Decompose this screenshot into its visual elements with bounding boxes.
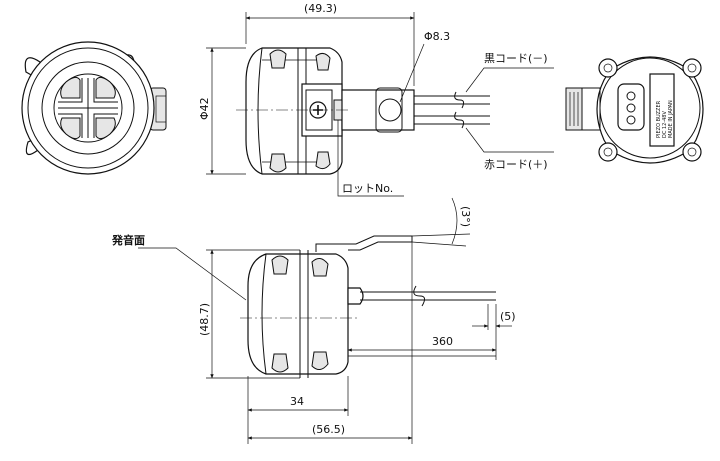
- body-depth-dimension: 34: [290, 395, 304, 408]
- cord-length-dimension: 360: [432, 335, 453, 348]
- rear-label-line-1: PIEZO BUZZER: [656, 100, 662, 138]
- red-cord-label: 赤コード(＋): [484, 158, 548, 171]
- sound-face-label: 発音面: [111, 233, 145, 247]
- side-height-dimension: (48.7): [198, 303, 211, 336]
- rear-label-line-2: DC 12-48V: [662, 111, 668, 138]
- rear-label-line-3: MADE IN JAPAN: [668, 100, 674, 138]
- strip-length-dimension: (5): [500, 310, 516, 323]
- total-length-dimension: (56.5): [312, 423, 345, 436]
- black-cord-label: 黒コード(－): [484, 52, 548, 65]
- side-dimensions: 34 (56.5) (48.7) 360 (5) (3°) 発音面: [111, 197, 516, 444]
- cord-diameter-dimension: Φ8.3: [424, 30, 450, 43]
- lot-no-label: ロットNo.: [342, 182, 393, 195]
- top-view: [236, 47, 490, 175]
- body-diameter-dimension: Φ42: [198, 97, 211, 120]
- rear-view: PIEZO BUZZER DC 12-48V MADE IN JAPAN: [565, 56, 704, 164]
- front-view: [21, 41, 167, 175]
- top-width-dimension: (49.3): [304, 2, 337, 15]
- side-view: [240, 235, 496, 378]
- angle-dimension: (3°): [459, 206, 472, 227]
- top-dimensions: (49.3) Φ42 Φ8.3 黒コード(－) 赤コード(＋) ロットNo.: [198, 2, 554, 197]
